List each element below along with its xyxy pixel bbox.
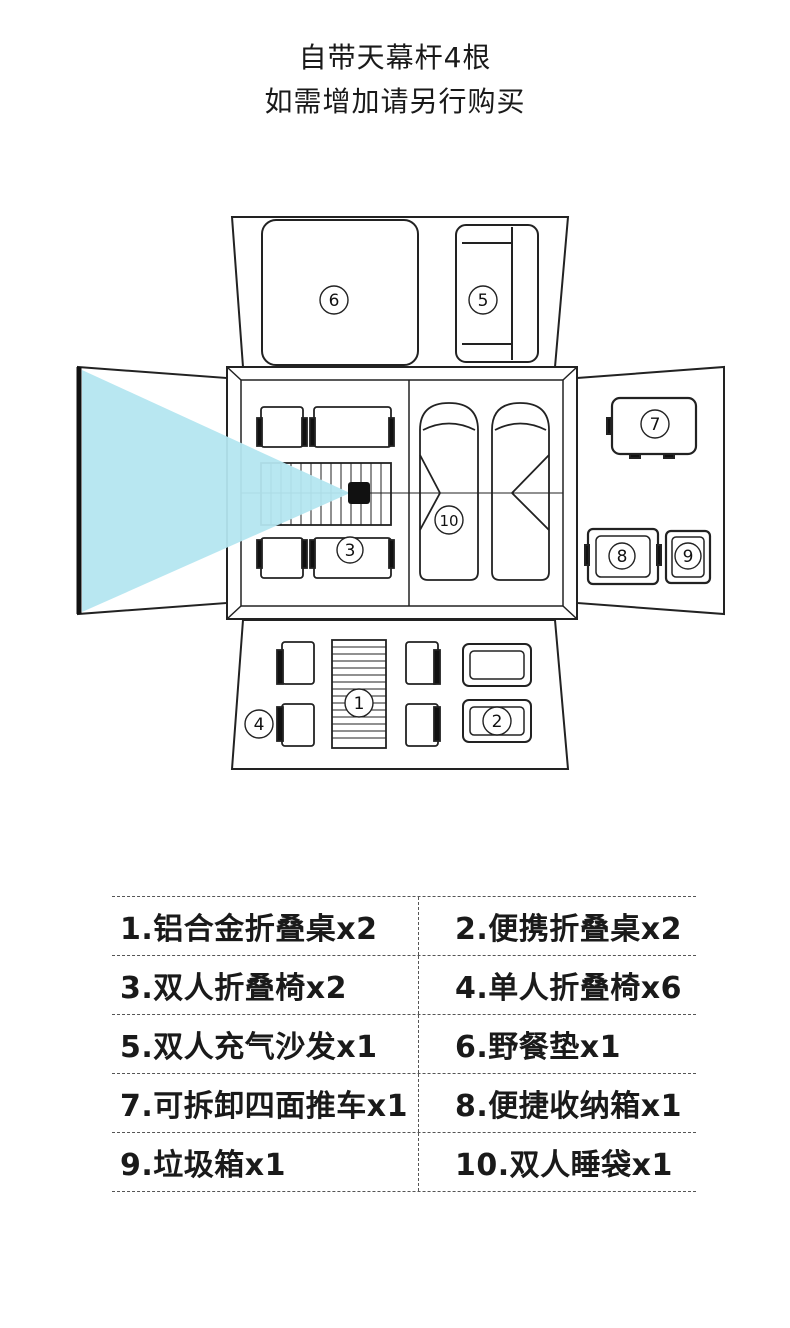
layout-diagram: 6 5 3 10 7 8 9 1 2 4 xyxy=(76,216,725,770)
legend-row: 3.双人折叠椅x2 4.单人折叠椅x6 xyxy=(112,956,696,1015)
trash-bin xyxy=(664,529,712,585)
inflatable-sofa xyxy=(455,224,539,363)
legend-item: 7.可拆卸四面推车x1 xyxy=(120,1089,408,1124)
marker-7: 7 xyxy=(650,415,661,435)
picnic-mat xyxy=(261,219,419,366)
single-chairs xyxy=(276,641,441,747)
marker-6: 6 xyxy=(329,291,340,311)
legend-table: 1.铝合金折叠桌x2 2.便携折叠桌x2 3.双人折叠椅x2 4.单人折叠椅x6… xyxy=(112,896,696,1192)
trunk-box xyxy=(226,366,578,620)
legend-item: 8.便捷收纳箱x1 xyxy=(418,1074,696,1132)
marker-10: 10 xyxy=(439,512,458,530)
marker-4: 4 xyxy=(254,715,265,735)
marker-1: 1 xyxy=(354,694,365,714)
projector-icon xyxy=(348,482,370,504)
legend-item: 2.便携折叠桌x2 xyxy=(418,897,696,955)
header-line-1: 自带天幕杆4根 xyxy=(298,41,492,74)
header: 自带天幕杆4根 如需增加请另行购买 xyxy=(0,36,790,124)
storage-box xyxy=(584,527,662,586)
marker-9: 9 xyxy=(683,547,694,567)
sleeping-bags xyxy=(419,402,550,581)
projector-beam xyxy=(82,370,350,612)
legend-item: 10.双人睡袋x1 xyxy=(418,1133,696,1191)
legend-item: 9.垃圾箱x1 xyxy=(120,1148,286,1183)
legend-row: 1.铝合金折叠桌x2 2.便携折叠桌x2 xyxy=(112,897,696,956)
legend-item: 6.野餐垫x1 xyxy=(418,1015,696,1073)
legend-item: 3.双人折叠椅x2 xyxy=(120,971,347,1006)
marker-2: 2 xyxy=(492,712,503,732)
legend-item: 5.双人充气沙发x1 xyxy=(120,1030,378,1065)
marker-5: 5 xyxy=(478,291,489,311)
header-line-2: 如需增加请另行购买 xyxy=(264,85,526,118)
legend-row: 7.可拆卸四面推车x1 8.便捷收纳箱x1 xyxy=(112,1074,696,1133)
legend-row: 9.垃圾箱x1 10.双人睡袋x1 xyxy=(112,1133,696,1192)
marker-3: 3 xyxy=(345,541,356,561)
legend-row: 5.双人充气沙发x1 6.野餐垫x1 xyxy=(112,1015,696,1074)
legend-item: 1.铝合金折叠桌x2 xyxy=(120,912,378,947)
top-panel xyxy=(230,216,570,368)
detachable-cart xyxy=(606,396,698,459)
marker-8: 8 xyxy=(617,547,628,567)
legend-item: 4.单人折叠椅x6 xyxy=(418,956,696,1014)
